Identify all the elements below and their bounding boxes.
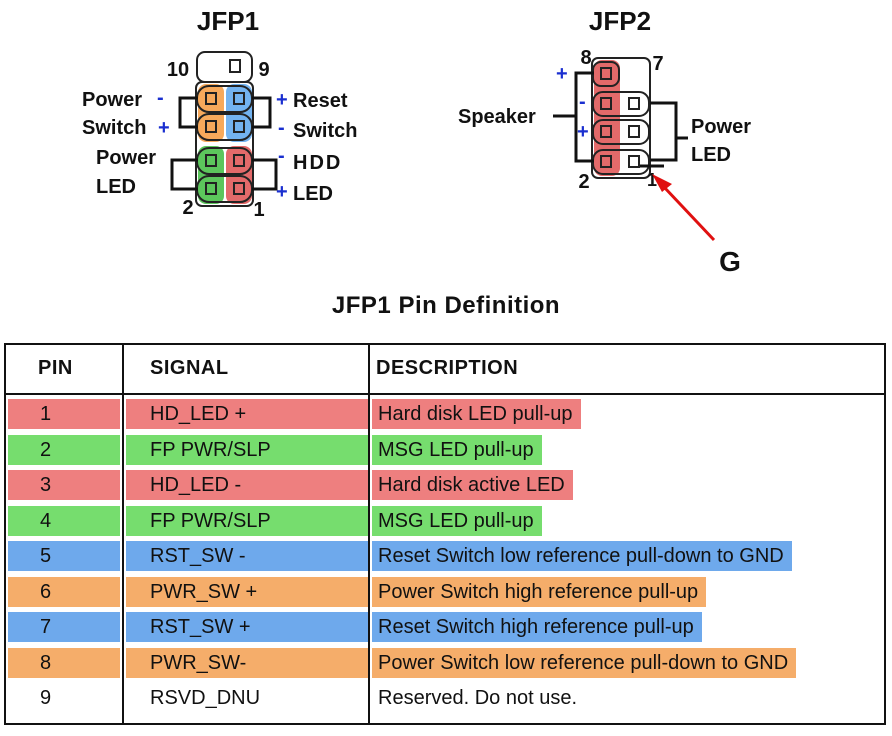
pin-cell: 8 bbox=[8, 647, 120, 678]
jfp1-pin-icon bbox=[233, 120, 245, 133]
pin-cell: 2 bbox=[8, 434, 120, 465]
jfp2-minus-icon: - bbox=[579, 91, 586, 113]
jfp1-pin-icon bbox=[233, 182, 245, 195]
jfp1-title: JFP1 bbox=[197, 6, 259, 36]
ground-marker-label: G bbox=[719, 246, 741, 277]
jfp1-pin-2-label: 2 bbox=[182, 197, 193, 219]
jfp1-power-led-label-2: LED bbox=[96, 176, 136, 198]
description-cell: Reserved. Do not use. bbox=[378, 687, 577, 709]
signal-cell: FP PWR/SLP bbox=[126, 505, 368, 536]
description-cell: MSG LED pull-up bbox=[372, 434, 542, 465]
signal-cell: RST_SW + bbox=[126, 612, 368, 642]
signal-cell: FP PWR/SLP bbox=[126, 434, 368, 465]
jfp2-pin-icon bbox=[600, 155, 612, 168]
jfp2-pin-icon bbox=[628, 97, 640, 110]
header-pin: PIN bbox=[38, 357, 73, 379]
signal-cell: HD_LED - bbox=[126, 470, 368, 500]
header-description: DESCRIPTION bbox=[376, 357, 519, 379]
jfp1-minus-icon: - bbox=[278, 145, 285, 167]
jfp1-top-pin-box bbox=[196, 51, 253, 83]
description-cell: Reset Switch low reference pull-down to … bbox=[372, 541, 792, 571]
jfp1-reset-switch-label-2: Switch bbox=[293, 120, 357, 142]
signal-cell: PWR_SW- bbox=[126, 647, 368, 678]
pin-cell: 6 bbox=[8, 576, 120, 607]
jfp2-pin-icon bbox=[600, 125, 612, 138]
jfp1-pin-10-label: 10 bbox=[167, 59, 189, 81]
pin-cell: 5 bbox=[8, 541, 120, 571]
description-cell: Power Switch low reference pull-down to … bbox=[372, 647, 797, 678]
jfp2-plus-icon: + bbox=[577, 121, 589, 143]
jfp1-pin-icon bbox=[205, 182, 217, 195]
jfp2-pin-icon bbox=[600, 67, 612, 80]
jfp1-pin-icon bbox=[205, 154, 217, 167]
jfp1-pin-icon bbox=[205, 92, 217, 105]
description-cell: Reset Switch high reference pull-up bbox=[372, 612, 702, 642]
ground-arrow-icon bbox=[662, 185, 716, 242]
jfp2-power-led-label-1: Power bbox=[691, 116, 751, 138]
jfp1-plus-icon: + bbox=[276, 89, 288, 111]
jfp2-plus-icon: + bbox=[556, 63, 568, 85]
jfp2-speaker-label: Speaker bbox=[458, 106, 536, 128]
signal-cell: HD_LED + bbox=[126, 399, 368, 429]
table-row: 9 RSVD_DNU Reserved. Do not use. bbox=[6, 681, 884, 715]
arrow-head-icon bbox=[652, 174, 672, 192]
jfp1-power-led-label-1: Power bbox=[96, 147, 156, 169]
jfp1-pin-icon bbox=[233, 92, 245, 105]
jfp1-hdd-led-label-1: HDD bbox=[293, 152, 342, 174]
signal-cell: PWR_SW + bbox=[126, 576, 368, 607]
jfp2-pin-icon bbox=[628, 155, 640, 168]
table-header-row: PIN SIGNAL DESCRIPTION bbox=[6, 345, 884, 395]
pin-cell: 9 bbox=[40, 687, 52, 709]
jfp2-pin-icon bbox=[600, 97, 612, 110]
pin-cell: 1 bbox=[8, 399, 120, 429]
pin-cell: 4 bbox=[8, 505, 120, 536]
jfp2-pin-2-label: 2 bbox=[578, 171, 589, 193]
description-cell: Hard disk LED pull-up bbox=[372, 399, 581, 429]
pin-cell: 7 bbox=[8, 612, 120, 642]
description-cell: Power Switch high reference pull-up bbox=[372, 576, 707, 607]
jfp1-pin-9-label: 9 bbox=[258, 59, 269, 81]
jfp1-pin-icon bbox=[233, 154, 245, 167]
header-signal: SIGNAL bbox=[150, 357, 229, 379]
jfp2-pin-1-label: 1 bbox=[647, 170, 657, 190]
jfp2-pin-7-label: 7 bbox=[652, 53, 663, 75]
jfp1-minus-icon: - bbox=[157, 87, 164, 109]
signal-cell: RSVD_DNU bbox=[150, 687, 261, 709]
jfp1-plus-icon: + bbox=[276, 181, 288, 203]
description-cell: MSG LED pull-up bbox=[372, 505, 542, 536]
jfp1-pin-1-label: 1 bbox=[253, 199, 264, 221]
jfp1-power-switch-label-2: Switch bbox=[82, 117, 146, 139]
pin-cell: 3 bbox=[8, 470, 120, 500]
jfp1-pin-icon bbox=[205, 120, 217, 133]
jfp1-power-switch-label-1: Power bbox=[82, 89, 142, 111]
description-cell: Hard disk active LED bbox=[372, 470, 573, 500]
table-title: JFP1 Pin Definition bbox=[331, 292, 561, 319]
jfp1-plus-icon: + bbox=[158, 117, 170, 139]
jfp2-pin-8-label: 8 bbox=[580, 47, 591, 69]
jfp2-power-led-label-2: LED bbox=[691, 144, 731, 166]
jfp2-title: JFP2 bbox=[589, 6, 651, 36]
jfp1-pin-9-icon bbox=[229, 59, 241, 73]
jfp2-speaker-pins bbox=[594, 60, 620, 176]
jfp1-reset-switch-label-1: Reset bbox=[293, 90, 348, 112]
jfp1-minus-icon: - bbox=[278, 117, 285, 139]
jfp1-hdd-led-label-2: LED bbox=[293, 183, 333, 205]
jfp2-pin-icon bbox=[628, 125, 640, 138]
signal-cell: RST_SW - bbox=[126, 541, 368, 571]
connector-diagram: JFP1 10 9 Power - Switch + bbox=[82, 6, 751, 277]
